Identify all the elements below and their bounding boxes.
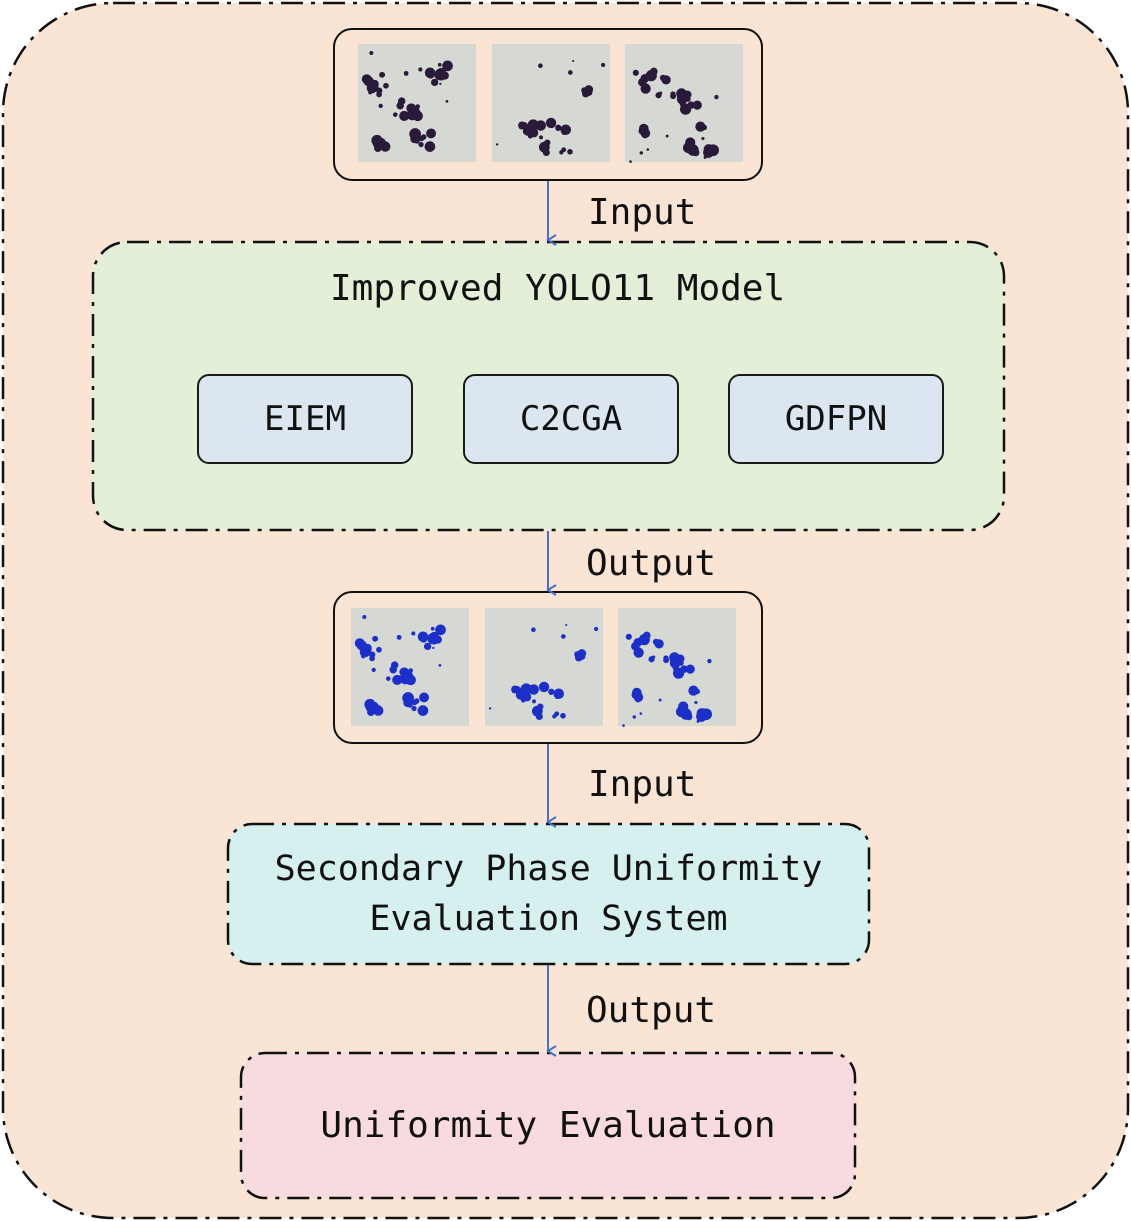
micrograph-3 xyxy=(625,44,743,163)
input-label-1: Input xyxy=(588,192,697,233)
segmented-micrograph-3 xyxy=(618,608,736,727)
input-label-2: Input xyxy=(588,764,697,805)
system-title-line1: Secondary Phase Uniformity xyxy=(274,849,823,889)
output-label-2: Output xyxy=(586,990,717,1031)
segmented-micrograph-1 xyxy=(351,608,469,726)
segmented-micrograph-2 xyxy=(485,608,603,726)
micrograph-1 xyxy=(358,44,476,162)
input-images-frame xyxy=(333,28,763,181)
system-title-line2: Evaluation System xyxy=(369,899,728,939)
module-c2cga: C2CGA xyxy=(463,374,679,464)
system-title: Secondary Phase Uniformity Evaluation Sy… xyxy=(228,830,869,958)
output-image-row xyxy=(351,608,736,727)
output-label-1: Output xyxy=(586,543,717,584)
result-title: Uniformity Evaluation xyxy=(320,1105,776,1146)
input-image-row xyxy=(358,44,743,163)
module-gdfpn: GDFPN xyxy=(728,374,944,464)
module-eiem: EIEM xyxy=(197,374,413,464)
micrograph-2 xyxy=(492,44,610,162)
model-title: Improved YOLO11 Model xyxy=(330,268,786,309)
